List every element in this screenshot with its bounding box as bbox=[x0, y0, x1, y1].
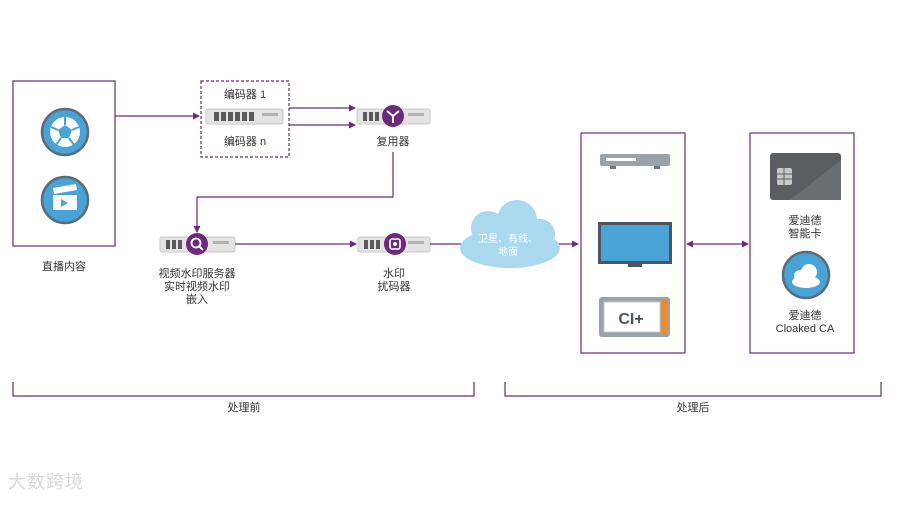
scrambler-line-1: 水印 bbox=[383, 268, 405, 280]
film-clapper-icon bbox=[40, 175, 90, 225]
pre-processing-label: 处理前 bbox=[227, 402, 261, 414]
cloaked-ca-label: 爱迪德 Cloaked CA bbox=[760, 310, 850, 336]
post-processing-label: 处理后 bbox=[676, 402, 710, 414]
watermark-server-line-3: 嵌入 bbox=[186, 294, 208, 306]
bracket-pre bbox=[12, 382, 475, 397]
smart-card-line-2: 智能卡 bbox=[788, 228, 822, 240]
ci-plus-label: CI+ bbox=[618, 311, 643, 328]
bracket-post bbox=[504, 382, 882, 397]
ci-plus-module-icon: CI+ bbox=[599, 297, 670, 337]
multiplexer-label: 复用器 bbox=[376, 136, 410, 148]
scrambler-device bbox=[357, 233, 431, 255]
encoder-device bbox=[205, 108, 284, 125]
multiplexer-device bbox=[356, 105, 431, 127]
watermark-server-line-1: 视频水印服务器 bbox=[158, 268, 236, 280]
smart-card-line-1: 爱迪德 bbox=[788, 215, 822, 227]
smart-card-label: 爱迪德 智能卡 bbox=[760, 215, 850, 241]
watermark-logo: 大数跨境 bbox=[8, 472, 84, 493]
watermark-server-device bbox=[159, 233, 236, 255]
encoder-group-box bbox=[200, 80, 290, 158]
cloud-label: 卫星、有线、 地面 bbox=[466, 233, 550, 259]
soccer-icon bbox=[40, 107, 90, 157]
encoder-1-label: 编码器 1 bbox=[223, 89, 267, 101]
live-content-box bbox=[12, 80, 116, 247]
watermark-server-line-2: 实时视频水印 bbox=[164, 281, 230, 293]
watermark-server-label: 视频水印服务器 实时视频水印 嵌入 bbox=[137, 268, 257, 307]
cloud-line-2: 地面 bbox=[498, 247, 518, 258]
devices-box bbox=[580, 132, 686, 354]
cloaked-ca-line-1: 爱迪德 bbox=[788, 310, 822, 322]
cloaked-ca-cloud-icon bbox=[781, 250, 831, 300]
arrow-mux-to-watermark bbox=[193, 152, 394, 233]
ca-box bbox=[749, 132, 855, 354]
scrambler-line-2: 扰码器 bbox=[377, 281, 411, 293]
settop-box-icon bbox=[600, 154, 670, 169]
live-content-label: 直播内容 bbox=[42, 261, 86, 273]
scrambler-label: 水印 扰码器 bbox=[354, 268, 434, 294]
smart-card-icon bbox=[770, 153, 841, 200]
cloud-icon bbox=[460, 200, 560, 268]
cloud-line-1: 卫星、有线、 bbox=[478, 234, 538, 245]
encoder-n-label: 编码器 n bbox=[223, 136, 267, 148]
tv-icon bbox=[598, 222, 672, 267]
cloaked-ca-line-2: Cloaked CA bbox=[775, 323, 835, 335]
